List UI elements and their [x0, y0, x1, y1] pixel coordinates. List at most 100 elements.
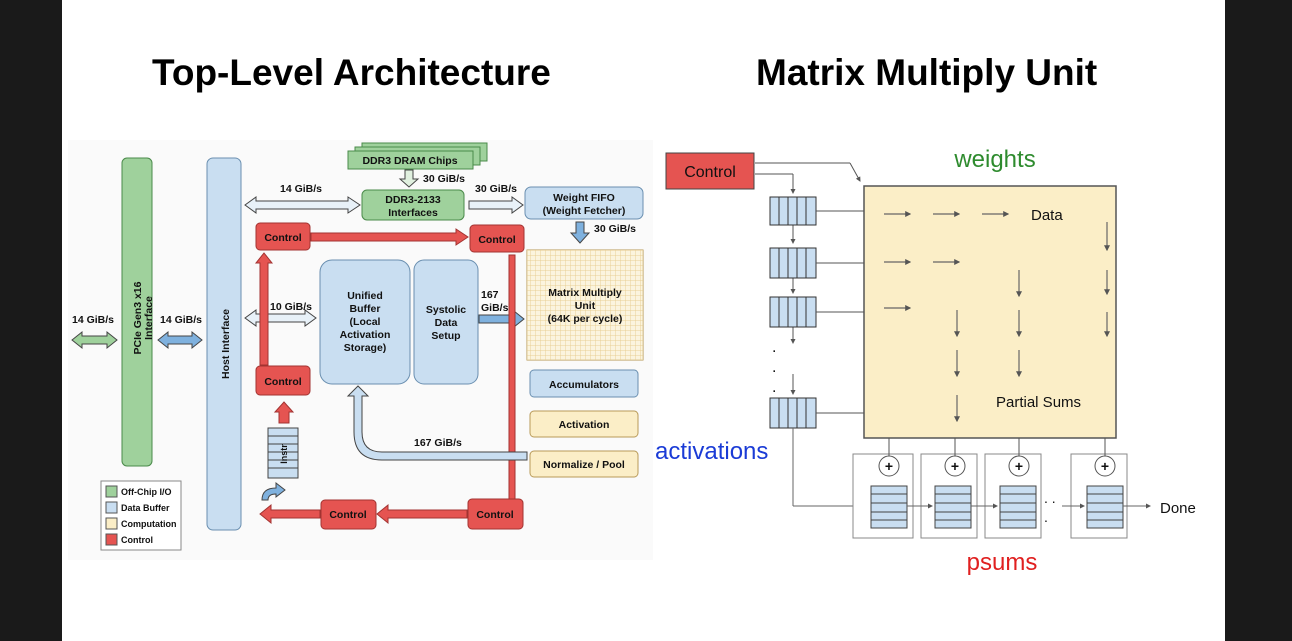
bw-host-ub: 10 GiB/s: [270, 301, 312, 313]
control-red-vertical: [508, 254, 516, 502]
svg-text:+: +: [1015, 458, 1023, 474]
bw-ddr-fifo: 30 GiB/s: [475, 183, 517, 195]
instr-queue: Instr: [267, 427, 299, 479]
dot-1: .: [772, 339, 776, 356]
control-red-arrow-top: [310, 228, 469, 246]
mmu-line1: Matrix Multiply: [548, 287, 622, 299]
control-line-diag: [849, 162, 861, 182]
ddr3-interfaces-line1: DDR3-2133: [385, 194, 441, 206]
pcie-line1: PCIe Gen3 x16: [132, 281, 144, 354]
systolic-line2: Data: [435, 317, 458, 329]
mmu-control-box: [665, 152, 755, 190]
systolic-box: [413, 259, 479, 385]
dot-3: .: [772, 379, 776, 396]
control-bottom-mid-label: Control: [329, 509, 366, 521]
control-top-right: [469, 224, 525, 253]
feedback-arrow: [346, 385, 528, 461]
control-bottom-right: [467, 498, 524, 530]
accumulators-box: [529, 369, 639, 398]
control-bottom-mid: [320, 499, 377, 530]
bw-host-ddr: 14 GiB/s: [280, 183, 322, 195]
control-red-arrow-bottom: [376, 503, 468, 525]
right-dark-margin: [1225, 0, 1292, 641]
partial-sums-label: Partial Sums: [996, 394, 1081, 411]
ddr3-interfaces-box: [361, 189, 465, 221]
control-top-right-label: Control: [478, 234, 515, 246]
title-left: Top-Level Architecture: [152, 52, 551, 93]
ub-line4: Activation: [340, 329, 391, 341]
legend-computation: Computation: [121, 519, 177, 529]
control-mid-left: [255, 365, 311, 396]
data-flow-arrows: [884, 211, 1110, 423]
svg-text:.: .: [1044, 509, 1048, 525]
ub-line1: Unified: [347, 290, 383, 302]
ub-line2: Buffer: [350, 303, 381, 315]
psums-label: psums: [967, 549, 1038, 576]
ddr3-chips: DDR3 DRAM Chips: [347, 142, 488, 170]
pcie-line2: Interface: [143, 296, 155, 340]
pcie-host-arrow: [157, 330, 203, 350]
bw-pcie-host: 14 GiB/s: [160, 314, 202, 326]
control-top-left-label: Control: [264, 232, 301, 244]
activation-queues: [769, 196, 864, 429]
accumulator-columns: + + + + . . .: [852, 438, 1151, 539]
host-interface-box: [206, 157, 242, 531]
mmu-control-label: Control: [684, 164, 736, 181]
control-red-arrow-left: [259, 503, 321, 525]
weight-fifo-line1: Weight FIFO: [553, 192, 615, 204]
weight-fifo-box: [524, 186, 644, 220]
offchip-arrow: [71, 330, 118, 350]
legend-offchip: Off-Chip I/O: [121, 487, 172, 497]
ddr3-chips-label: DDR3 DRAM Chips: [362, 155, 457, 167]
svg-text:+: +: [885, 458, 893, 474]
control-bottom-right-label: Control: [476, 509, 513, 521]
mmu-grid: [527, 250, 643, 360]
mmu-line2: Unit: [575, 300, 596, 312]
instr-label: Instr: [279, 444, 289, 464]
dot-2: .: [772, 359, 776, 376]
instr-in-arrow: [261, 481, 286, 501]
ub-line3: (Local: [350, 316, 381, 328]
svg-text:+: +: [951, 458, 959, 474]
done-label: Done: [1160, 500, 1196, 517]
bw-ddr-chip: 30 GiB/s: [423, 173, 465, 185]
host-interface-label: Host Interface: [220, 309, 232, 379]
fifo-down-arrow: [569, 221, 591, 244]
svg-text:+: +: [1101, 458, 1109, 474]
bw-fifo-mmu: 30 GiB/s: [594, 223, 636, 235]
activations-label: activations: [655, 438, 768, 465]
normalize-pool-label: Normalize / Pool: [543, 459, 625, 471]
normalize-pool-box: [529, 450, 639, 478]
ddr-fifo-arrow: [468, 196, 524, 214]
legend-data-buffer: Data Buffer: [121, 503, 170, 513]
host-ddr-arrow: [244, 196, 361, 214]
data-label: Data: [1031, 207, 1063, 224]
weight-fifo-line2: (Weight Fetcher): [543, 205, 626, 217]
architecture-diagram: DDR3 DRAM Chips 30 GiB/s DDR3-2133 Inter…: [68, 140, 653, 560]
instr-up-arrow: [273, 401, 295, 424]
activation-box: [529, 410, 639, 438]
control-mid-left-label: Control: [264, 376, 301, 388]
legend-control: Control: [121, 535, 153, 545]
chips-down-arrow: [398, 169, 420, 188]
activation-label: Activation: [559, 419, 610, 431]
ddr3-interfaces-line2: Interfaces: [388, 207, 438, 219]
systolic-line3: Setup: [431, 330, 460, 342]
legend: Off-Chip I/O Data Buffer Computation Con…: [100, 480, 182, 551]
pcie-box: [121, 157, 153, 467]
bw-feedback: 167 GiB/s: [414, 437, 462, 449]
weights-label: weights: [953, 146, 1035, 173]
systolic-line1: Systolic: [426, 304, 466, 316]
title-right: Matrix Multiply Unit: [756, 52, 1098, 93]
unified-buffer-box: [319, 259, 411, 385]
left-dark-margin: [0, 0, 62, 641]
bw-sys-mmu-1: 167: [481, 289, 499, 301]
mmu-diagram: Control . . . weights Data Partial Sums: [655, 146, 1196, 576]
bw-sys-mmu-2: GiB/s: [481, 302, 509, 314]
bw-offchip: 14 GiB/s: [72, 314, 114, 326]
mmu-line3: (64K per cycle): [548, 313, 623, 325]
svg-text:. .: . .: [1044, 490, 1056, 506]
control-top-left: [255, 222, 311, 251]
accumulators-label: Accumulators: [549, 379, 619, 391]
